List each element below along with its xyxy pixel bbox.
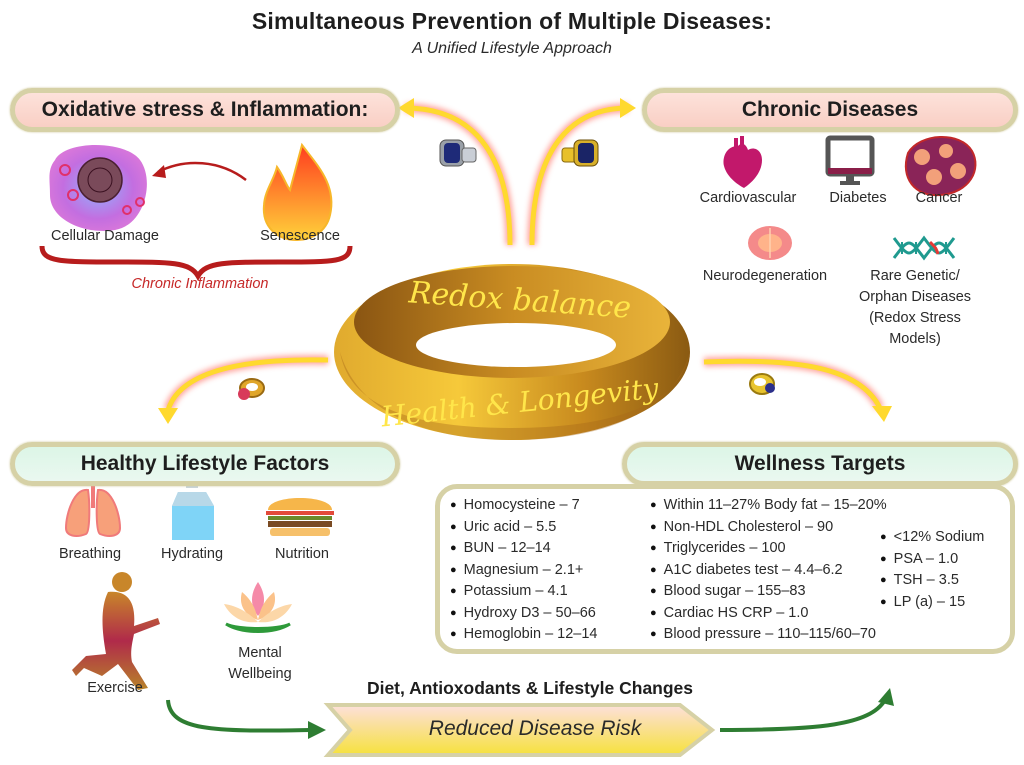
wellness-col-2: Within 11–27% Body fat – 15–20% Non-HDL … — [650, 495, 887, 646]
cancer-cell-icon — [904, 136, 977, 197]
chronic-inflammation-label: Chronic Inflammation — [131, 276, 269, 292]
oxidative-stress-banner: Oxidative stress & Inflammation: — [10, 88, 400, 132]
monitor-icon — [825, 135, 875, 185]
mental-wellbeing-label: Mental Wellbeing — [228, 645, 292, 682]
target-item: Magnesium – 2.1+ — [450, 560, 597, 582]
gold-sapphire-band-icon — [749, 373, 775, 395]
target-item: <12% Sodium — [880, 527, 985, 549]
target-item: Uric acid – 5.5 — [450, 517, 597, 539]
diet-caption: Diet, Antioxodants & Lifestyle Changes — [366, 678, 694, 698]
cell-icon — [49, 145, 147, 231]
damage-arrow — [152, 161, 247, 181]
diagram-title: Simultaneous Prevention of Multiple Dise… — [251, 8, 773, 34]
arrow-to-chronic — [527, 98, 636, 246]
lungs-icon — [64, 484, 122, 537]
dna-icon — [892, 235, 956, 261]
chronic-inflammation-bracket — [39, 245, 353, 282]
diagram-subtitle: A Unified Lifestyle Approach — [412, 40, 612, 57]
healthy-lifestyle-banner: Healthy Lifestyle Factors — [10, 442, 400, 486]
target-item: BUN – 12–14 — [450, 538, 597, 560]
burger-icon — [266, 498, 334, 536]
target-item: Triglycerides – 100 — [650, 538, 887, 560]
target-item: Homocysteine – 7 — [450, 495, 597, 517]
target-item: Hemoglobin – 12–14 — [450, 624, 598, 646]
reduced-risk-chevron — [323, 703, 716, 757]
arrow-to-wellness — [703, 356, 892, 422]
heart-icon — [723, 136, 762, 188]
target-item: PSA – 1.0 — [880, 549, 984, 571]
arrow-to-lifestyle — [158, 355, 329, 424]
neurodegeneration-label: Neurodegeneration — [702, 268, 828, 284]
target-item: Hydroxy D3 – 50–66 — [450, 603, 597, 625]
arrow-to-oxidative — [398, 98, 515, 246]
target-item: Within 11–27% Body fat – 15–20% — [650, 495, 887, 517]
target-item: TSH – 3.5 — [880, 570, 984, 592]
water-jug-icon — [172, 482, 214, 540]
gold-ruby-ring-icon — [238, 378, 265, 400]
target-item: Cardiac HS CRP – 1.0 — [650, 603, 887, 625]
green-arrow-left — [166, 699, 326, 739]
chronic-diseases-banner: Chronic Diseases — [642, 88, 1018, 132]
wellness-col-1: Homocysteine – 7 Uric acid – 5.5 BUN – 1… — [450, 495, 598, 646]
nutrition-label: Nutrition — [275, 546, 329, 562]
runner-icon — [72, 572, 160, 690]
flame-icon — [262, 142, 333, 242]
exercise-label: Exercise — [87, 680, 143, 696]
target-item: Non-HDL Cholesterol – 90 — [650, 517, 887, 539]
reduced-risk-label: Reduced Disease Risk — [428, 717, 642, 740]
wellness-targets-banner: Wellness Targets — [622, 442, 1018, 486]
target-item: Potassium – 4.1 — [450, 581, 597, 603]
lotus-icon — [224, 582, 292, 633]
gold-sapphire-ring-icon — [561, 139, 599, 167]
cellular-damage-label: Cellular Damage — [51, 228, 159, 244]
breathing-label: Breathing — [58, 546, 122, 562]
rare-genetic-label: Rare Genetic/ Orphan Diseases (Redox Str… — [858, 268, 972, 347]
senescence-label: Senescence — [260, 228, 340, 244]
hydrating-label: Hydrating — [160, 546, 224, 562]
wellness-targets-box: Homocysteine – 7 Uric acid – 5.5 BUN – 1… — [435, 484, 1015, 654]
target-item: Blood sugar – 155–83 — [650, 581, 887, 603]
silver-sapphire-ring-icon — [439, 139, 477, 167]
diabetes-label: Diabetes — [829, 190, 887, 206]
green-arrow-right — [719, 688, 894, 732]
target-item: Blood pressure – 110–115/60–70 — [650, 624, 887, 646]
cancer-label: Cancer — [915, 190, 963, 206]
target-item: A1C diabetes test – 4.4–6.2 — [650, 560, 887, 582]
cardiovascular-label: Cardiovascular — [699, 190, 797, 206]
redox-ring — [334, 264, 690, 440]
brain-icon — [748, 226, 792, 260]
wellness-col-3: <12% Sodium PSA – 1.0 TSH – 3.5 LP (a) –… — [880, 527, 985, 614]
target-item: LP (a) – 15 — [880, 592, 984, 614]
